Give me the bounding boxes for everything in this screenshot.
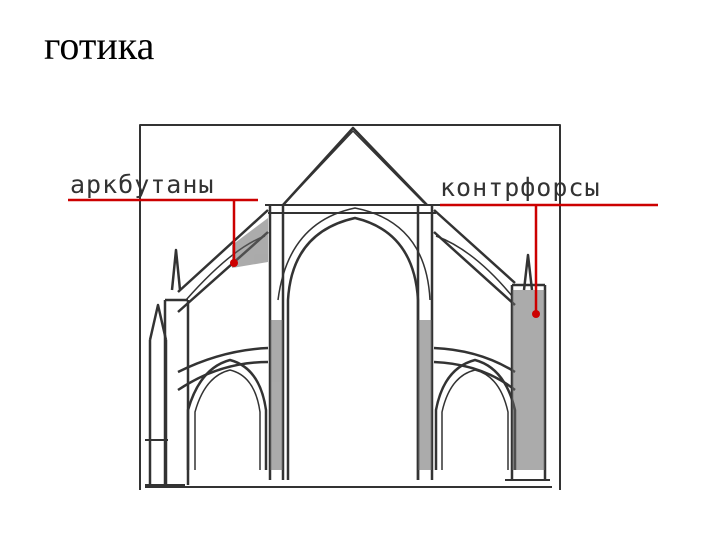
nave-arch bbox=[286, 216, 420, 480]
label-flying-buttresses: аркбутаны bbox=[70, 170, 214, 199]
pointer-dot-flying-buttresses bbox=[230, 259, 238, 267]
diagram-frame bbox=[139, 124, 561, 490]
left-outer-tower bbox=[148, 303, 168, 485]
pointer-flying-buttresses bbox=[68, 198, 258, 262]
slide-title: готика bbox=[44, 23, 155, 68]
right-lower-flying-buttress bbox=[433, 346, 516, 391]
right-aisle-arch bbox=[434, 358, 517, 470]
roof-gable bbox=[282, 126, 428, 206]
left-pinnacle bbox=[170, 248, 182, 291]
pointer-buttresses bbox=[440, 203, 658, 313]
left-lower-flying-buttress bbox=[177, 346, 269, 392]
left-tower bbox=[163, 298, 190, 485]
label-buttresses: контрфорсы bbox=[440, 173, 601, 202]
left-aisle-arch bbox=[186, 358, 268, 470]
pointer-dot-buttresses bbox=[532, 310, 540, 318]
right-upper-flying-buttress bbox=[433, 209, 516, 306]
right-pinnacle bbox=[522, 253, 534, 291]
masonry-shading bbox=[232, 218, 545, 470]
